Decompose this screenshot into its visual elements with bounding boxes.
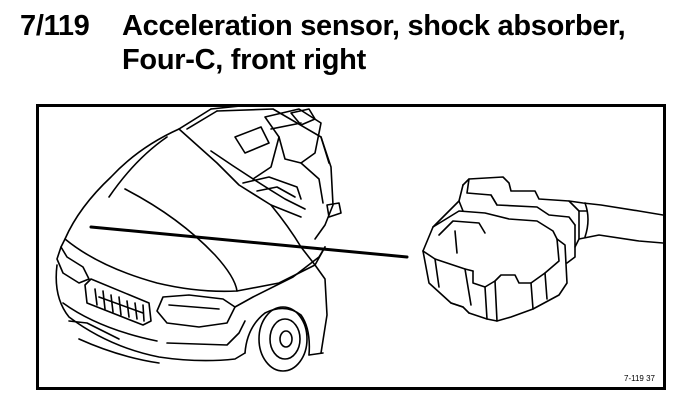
figure-code: 7-119 37 — [624, 374, 655, 383]
figure-illustration — [55, 107, 663, 372]
section-ref-number: 7/119 — [20, 10, 90, 42]
acceleration-sensor-illustration — [422, 176, 663, 322]
page-title-line-2: Four-C, front right — [122, 44, 366, 76]
page-heading: 7/119 Acceleration sensor, shock absorbe… — [0, 0, 688, 90]
page-title-line-1: Acceleration sensor, shock absorber, — [122, 10, 626, 42]
leader-line — [89, 225, 409, 259]
car-front-illustration — [55, 107, 342, 372]
figure-frame: 7-119 37 — [36, 104, 666, 390]
